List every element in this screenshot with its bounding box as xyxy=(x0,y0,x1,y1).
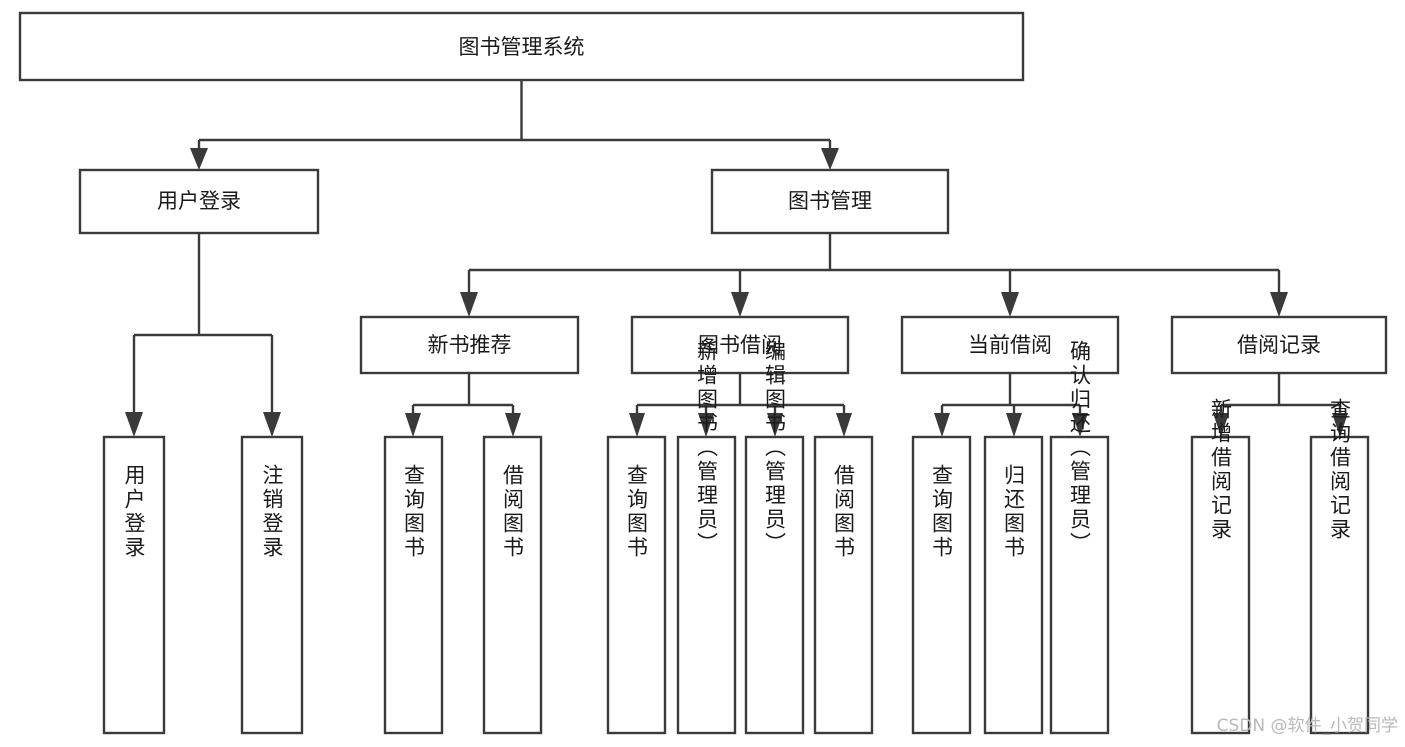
leaf-borrow-book-newbook-box[interactable] xyxy=(482,435,543,735)
arrow-newbook-leaf-1 xyxy=(405,413,421,437)
arrow-current-leaf-3 xyxy=(1072,413,1088,437)
node-book-management-box[interactable] xyxy=(710,168,950,235)
leaf-borrow-book-borrow[interactable]: 借阅图书 xyxy=(813,435,874,735)
node-root-system-box[interactable] xyxy=(18,11,1025,82)
leaf-confirm-return-admin-box[interactable] xyxy=(1049,435,1110,735)
leaf-user-login-box[interactable] xyxy=(102,435,166,735)
node-current-borrow-box[interactable] xyxy=(900,315,1120,375)
node-current-borrow[interactable]: 当前借阅 xyxy=(900,315,1120,375)
leaf-edit-book-admin-label: 编辑图书（管理员） xyxy=(763,340,787,556)
node-user-login-label: 用户登录 xyxy=(157,189,241,213)
node-borrow-records[interactable]: 借阅记录 xyxy=(1170,315,1388,375)
node-user-login-box[interactable] xyxy=(78,168,320,235)
arrow-current-leaf-2 xyxy=(1006,413,1022,437)
leaf-logout[interactable]: 注销登录 xyxy=(240,435,304,735)
leaf-return-book-label: 归还图书 xyxy=(1002,464,1026,560)
leaf-query-borrow-record-box[interactable] xyxy=(1309,435,1370,735)
arrow-borrow-leaf-1 xyxy=(629,413,645,437)
arrow-bookmgmt-to-borrow xyxy=(731,292,749,317)
csdn-watermark: CSDN @软件_小贺同学 xyxy=(1217,716,1398,736)
leaf-borrow-book-newbook[interactable]: 借阅图书 xyxy=(482,435,543,735)
leaf-query-book-newbook[interactable]: 查询图书 xyxy=(383,435,444,735)
arrow-bookmgmt-to-records xyxy=(1270,292,1288,317)
leaf-query-book-newbook-label: 查询图书 xyxy=(402,464,426,560)
leaf-borrow-book-borrow-box[interactable] xyxy=(813,435,874,735)
leaf-query-book-newbook-box[interactable] xyxy=(383,435,444,735)
node-borrow-records-label: 借阅记录 xyxy=(1237,333,1321,357)
leaf-return-book[interactable]: 归还图书 xyxy=(983,435,1044,735)
node-book-borrow-label: 图书借阅 xyxy=(698,333,782,357)
leaf-query-book-borrow-label: 查询图书 xyxy=(625,464,649,560)
leaf-add-borrow-record-box[interactable] xyxy=(1190,435,1251,735)
node-book-management[interactable]: 图书管理 xyxy=(710,168,950,235)
leaf-borrow-book-newbook-label: 借阅图书 xyxy=(501,464,525,560)
arrow-root-to-user-login xyxy=(190,148,208,170)
leaf-query-book-current-box[interactable] xyxy=(911,435,972,735)
node-root-system[interactable]: 图书管理系统 xyxy=(18,11,1025,82)
node-new-book-recommend-box[interactable] xyxy=(359,315,580,375)
leaf-add-borrow-record[interactable]: 新增借阅记录 xyxy=(1190,398,1251,735)
leaf-borrow-book-borrow-label: 借阅图书 xyxy=(832,464,856,560)
node-new-book-recommend[interactable]: 新书推荐 xyxy=(359,315,580,375)
leaf-query-book-borrow[interactable]: 查询图书 xyxy=(606,435,667,735)
leaf-query-book-borrow-box[interactable] xyxy=(606,435,667,735)
node-book-borrow[interactable]: 图书借阅 xyxy=(630,315,850,375)
arrow-records-leaf-2 xyxy=(1332,413,1348,437)
leaf-edit-book-admin-box[interactable] xyxy=(744,435,805,735)
arrow-userlogin-leaf-2 xyxy=(263,412,281,437)
arrow-newbook-leaf-2 xyxy=(505,413,521,437)
arrow-root-to-book-mgmt xyxy=(821,148,839,170)
arrow-bookmgmt-to-newbook xyxy=(460,292,478,317)
arrow-bookmgmt-to-current xyxy=(1001,292,1019,317)
leaf-user-login[interactable]: 用户登录 xyxy=(102,435,166,735)
leaf-add-borrow-record-label: 新增借阅记录 xyxy=(1209,398,1233,542)
arrow-userlogin-leaf-1 xyxy=(125,412,143,437)
node-borrow-records-box[interactable] xyxy=(1170,315,1388,375)
node-current-borrow-label: 当前借阅 xyxy=(968,333,1052,357)
leaf-confirm-return-admin[interactable]: 确认归还（管理员） xyxy=(1049,340,1110,735)
arrow-borrow-leaf-2 xyxy=(698,413,714,437)
leaf-add-book-admin-box[interactable] xyxy=(676,435,737,735)
leaf-confirm-return-admin-label: 确认归还（管理员） xyxy=(1068,340,1092,556)
leaf-query-book-current-label: 查询图书 xyxy=(930,464,954,560)
leaf-logout-box[interactable] xyxy=(240,435,304,735)
arrow-records-leaf-1 xyxy=(1213,413,1229,437)
leaf-edit-book-admin[interactable]: 编辑图书（管理员） xyxy=(744,340,805,735)
node-user-login[interactable]: 用户登录 xyxy=(78,168,320,235)
leaf-user-login-label: 用户登录 xyxy=(122,464,146,560)
arrow-current-leaf-1 xyxy=(934,413,950,437)
arrow-borrow-leaf-3 xyxy=(767,413,783,437)
connectors-layer xyxy=(125,80,1348,437)
leaf-logout-label: 注销登录 xyxy=(260,464,284,560)
leaf-add-book-admin[interactable]: 新增图书（管理员） xyxy=(676,340,737,735)
node-root-system-label: 图书管理系统 xyxy=(459,35,585,59)
arrow-borrow-leaf-4 xyxy=(836,413,852,437)
leaf-query-borrow-record[interactable]: 查询借阅记录 xyxy=(1309,398,1370,735)
leaf-query-borrow-record-label: 查询借阅记录 xyxy=(1328,398,1352,542)
leaf-query-book-current[interactable]: 查询图书 xyxy=(911,435,972,735)
node-new-book-recommend-label: 新书推荐 xyxy=(428,333,512,357)
leaf-add-book-admin-label: 新增图书（管理员） xyxy=(695,340,719,556)
node-book-management-label: 图书管理 xyxy=(788,189,872,213)
node-book-borrow-box[interactable] xyxy=(630,315,850,375)
leaf-return-book-box[interactable] xyxy=(983,435,1044,735)
